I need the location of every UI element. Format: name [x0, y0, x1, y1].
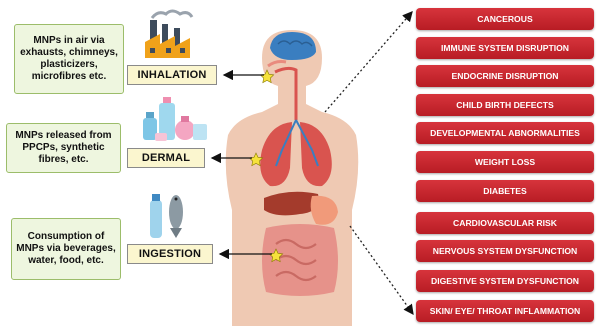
- source-box-dermal: MNPs released from PPCPs, synthetic fibr…: [6, 123, 121, 173]
- effect-cardiovascular-risk: CARDIOVASCULAR RISK: [416, 212, 594, 234]
- effect-nervous-system-dysfunction: NERVOUS SYSTEM DYSFUNCTION: [416, 240, 594, 262]
- effect-endocrine-disruption: ENDOCRINE DISRUPTION: [416, 65, 594, 87]
- route-dermal: DERMAL: [127, 148, 205, 168]
- factory-icon: [145, 11, 192, 58]
- bottle-fish-icon: [150, 194, 183, 238]
- source-box-ingestion: Consumption of MNPs via beverages, water…: [11, 218, 121, 280]
- effect-child-birth-defects: CHILD BIRTH DEFECTS: [416, 94, 594, 116]
- effect-digestive-system-dysfunction: DIGESTIVE SYSTEM DYSFUNCTION: [416, 270, 594, 292]
- effect-weight-loss: WEIGHT LOSS: [416, 151, 594, 173]
- source-box-inhalation: MNPs in air via exhausts, chimneys, plas…: [14, 24, 124, 94]
- dotted-arrow-top: [325, 12, 412, 112]
- effect-immune-system-disruption: IMMUNE SYSTEM DISRUPTION: [416, 37, 594, 59]
- cosmetics-icon: [143, 97, 207, 141]
- effect-developmental-abnormalities: DEVELOPMENTAL ABNORMALITIES: [416, 122, 594, 144]
- effect-cancerous: CANCEROUS: [416, 8, 594, 30]
- effect-diabetes: DIABETES: [416, 180, 594, 202]
- route-inhalation: INHALATION: [127, 65, 217, 85]
- effect-skin-eye-throat-inflammation: SKIN/ EYE/ THROAT INFLAMMATION: [416, 300, 594, 322]
- dotted-arrow-bottom: [350, 226, 413, 314]
- route-ingestion: INGESTION: [127, 244, 213, 264]
